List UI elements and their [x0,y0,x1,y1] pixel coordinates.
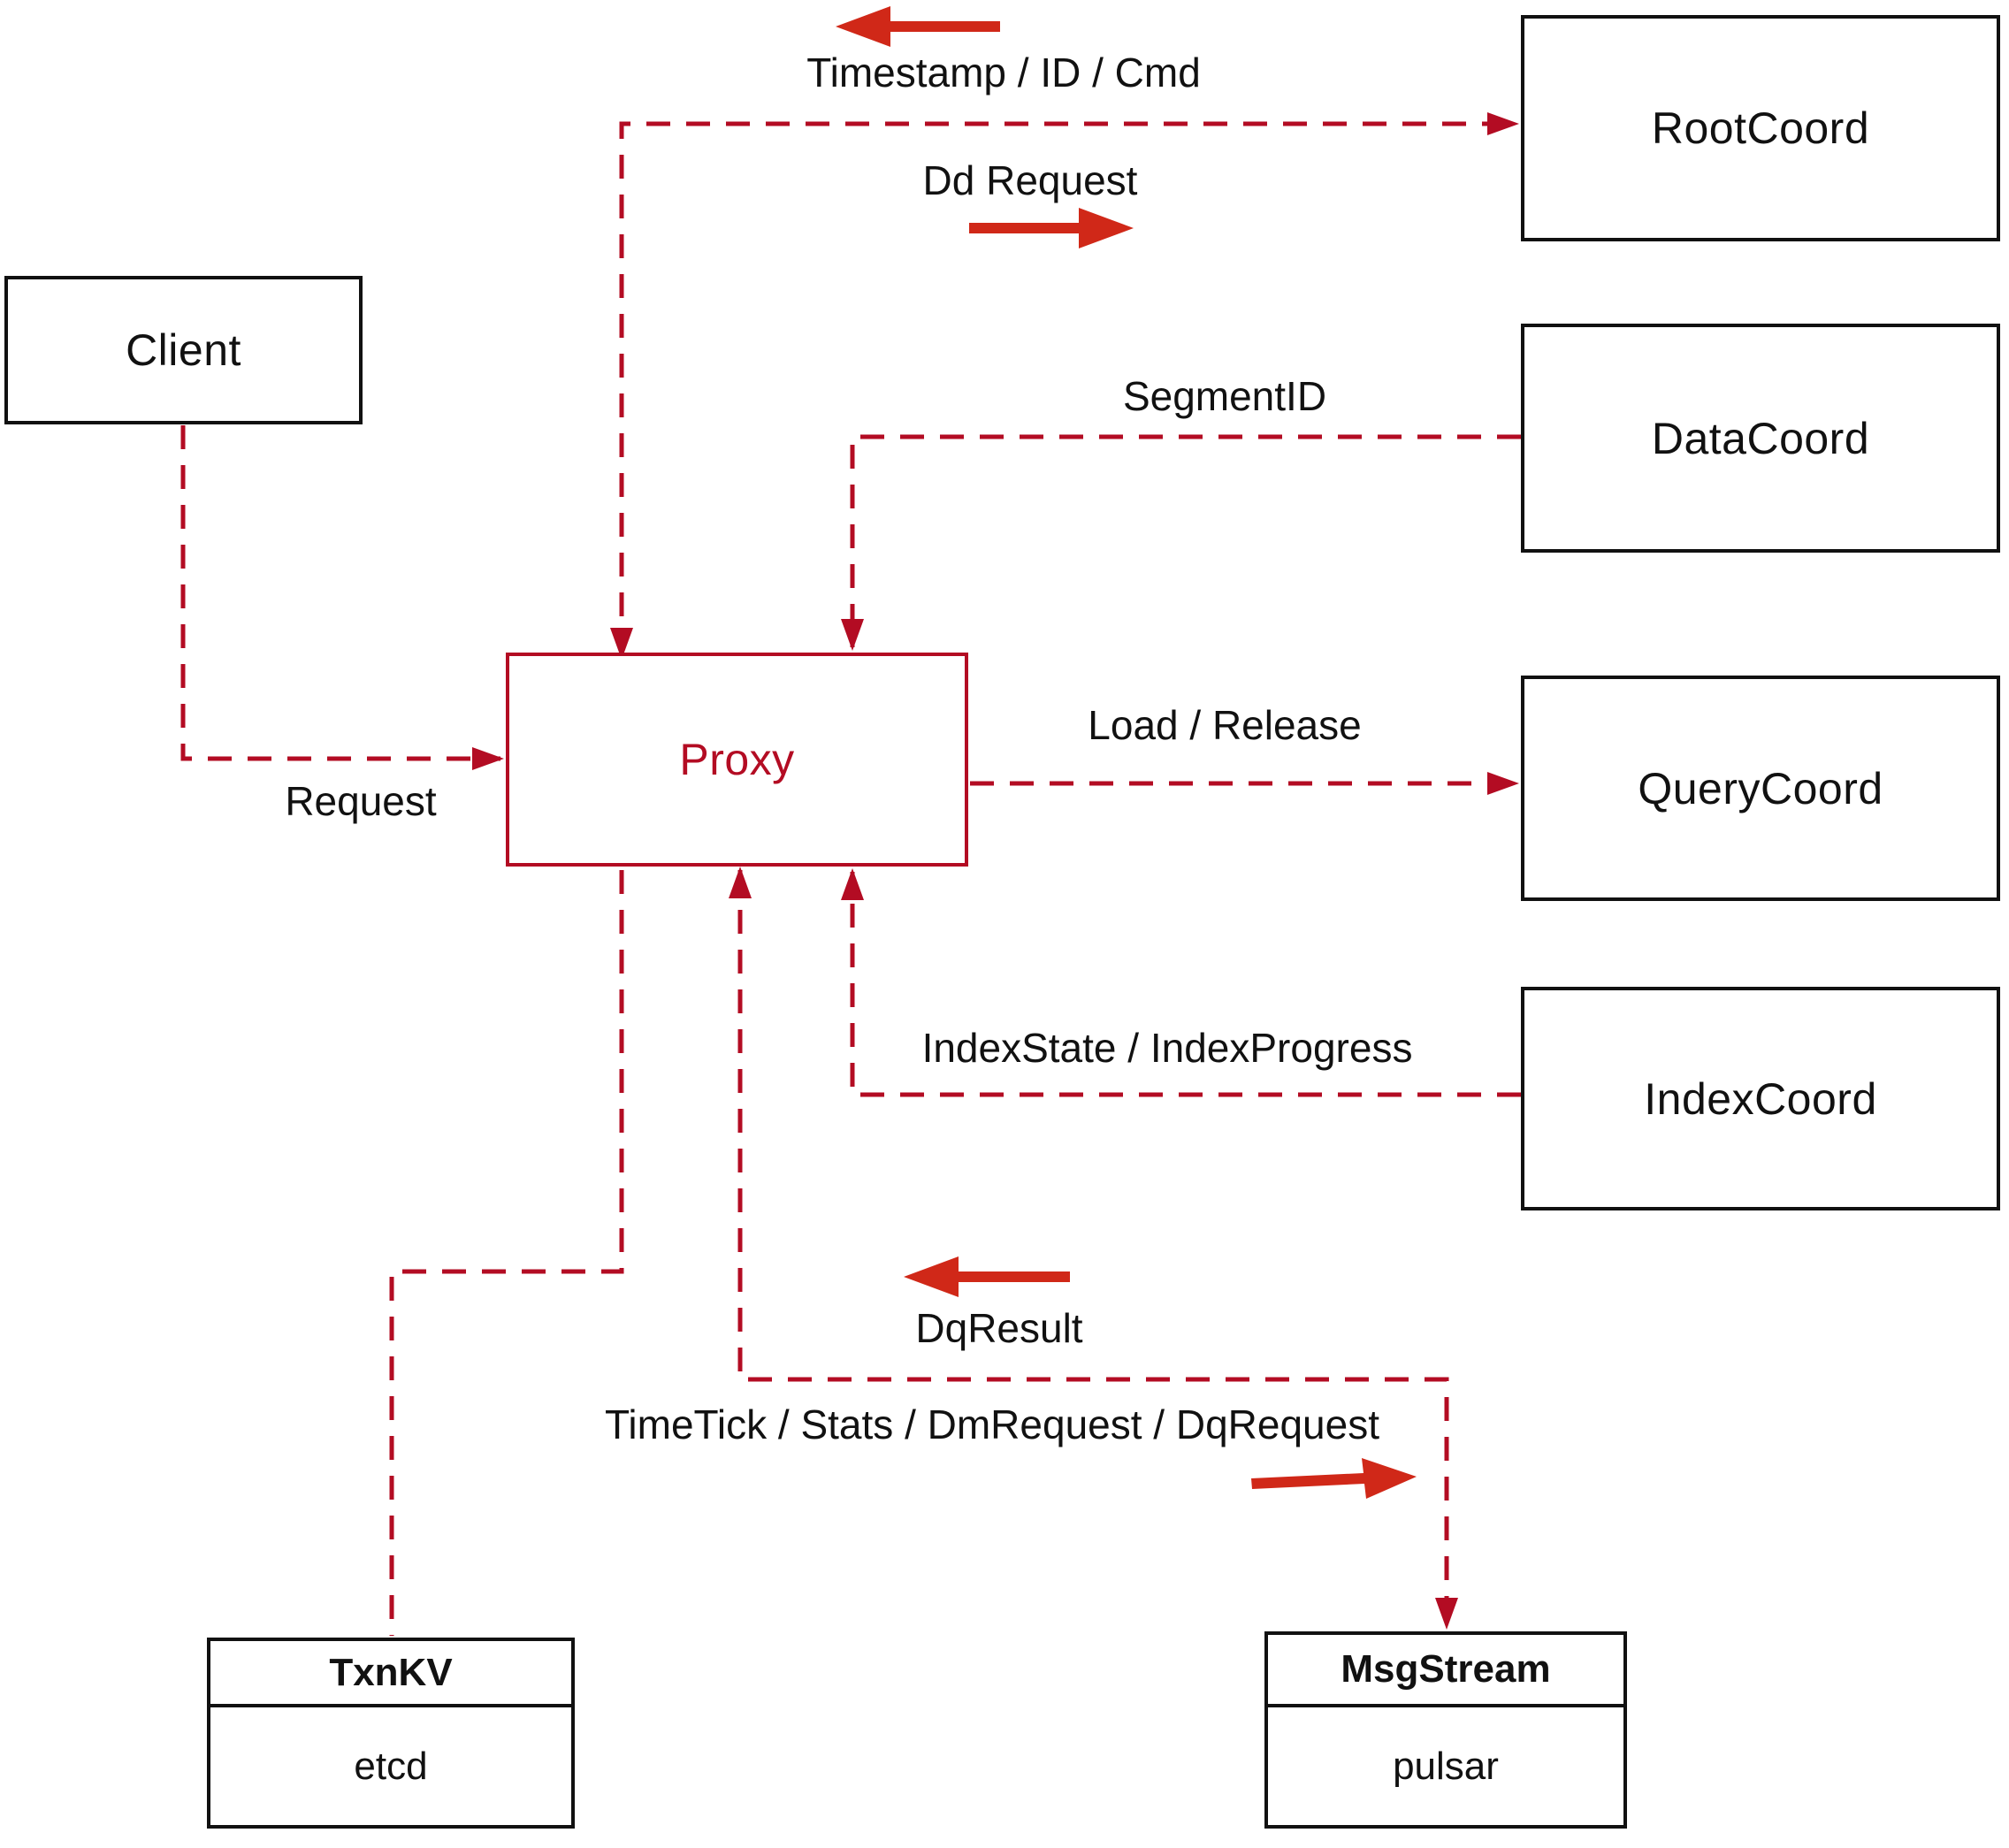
msgstream-node: MsgStream pulsar [1264,1631,1627,1829]
indexcoord-node: IndexCoord [1521,987,2000,1210]
dd-request-edge-label: Dd Request [922,157,1138,203]
txnkv-node: TxnKV etcd [207,1638,575,1829]
indexstate-edge-label: IndexState / IndexProgress [921,1025,1413,1071]
txnkv-header: TxnKV [210,1641,571,1707]
request-edge-label: Request [285,778,437,824]
proxy-rootcoord-connector [610,112,1519,660]
msgstream-header: MsgStream [1268,1635,1623,1707]
arrow-left-icon [904,1256,1070,1297]
txnkv-title: TxnKV [329,1650,453,1694]
querycoord-node: QueryCoord [1521,676,2000,901]
proxy-txnkv-connector [389,870,624,1636]
txnkv-body: etcd [210,1707,571,1825]
msgstream-body: pulsar [1268,1707,1623,1825]
client-label: Client [126,325,241,375]
timetick-edge-label: TimeTick / Stats / DmRequest / DqRequest [605,1401,1379,1447]
load-release-edge-label: Load / Release [1088,702,1362,748]
querycoord-label: QueryCoord [1638,763,1883,813]
arrow-left-icon [836,6,1000,47]
dqresult-edge-label: DqResult [915,1305,1083,1351]
client-proxy-connector [180,425,504,770]
msgstream-impl-label: pulsar [1393,1744,1499,1788]
datacoord-proxy-connector [841,434,1521,651]
proxy-msgstream-connector [729,867,1458,1630]
timestamp-edge-label: Timestamp / ID / Cmd [806,50,1201,95]
proxy-node: Proxy [506,653,968,867]
proxy-label: Proxy [679,735,795,784]
msgstream-title: MsgStream [1341,1647,1551,1691]
rootcoord-label: RootCoord [1651,103,1870,153]
datacoord-node: DataCoord [1521,324,2000,553]
indexcoord-label: IndexCoord [1644,1073,1877,1124]
arrow-right-icon [1251,1458,1417,1499]
segmentid-edge-label: SegmentID [1122,373,1327,419]
datacoord-label: DataCoord [1651,413,1870,463]
txnkv-impl-label: etcd [354,1744,428,1788]
arrow-right-icon [969,208,1134,248]
client-node: Client [4,276,363,424]
rootcoord-node: RootCoord [1521,15,2000,241]
